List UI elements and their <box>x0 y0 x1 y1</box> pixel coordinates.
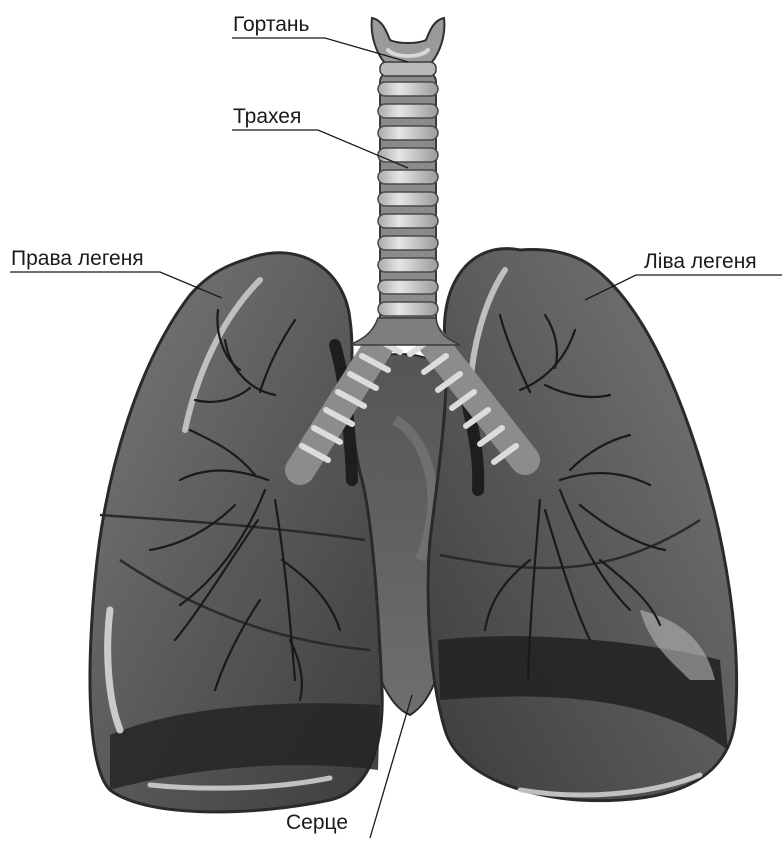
label-left-lung: Ліва легеня <box>644 251 757 272</box>
trachea <box>350 72 460 345</box>
label-larynx: Гортань <box>233 14 309 35</box>
right-lung <box>90 253 382 812</box>
label-right-lung: Права легеня <box>11 248 144 269</box>
label-heart: Серце <box>286 812 348 833</box>
label-trachea: Трахея <box>233 106 301 127</box>
left-lung <box>428 249 736 801</box>
larynx <box>372 18 445 76</box>
